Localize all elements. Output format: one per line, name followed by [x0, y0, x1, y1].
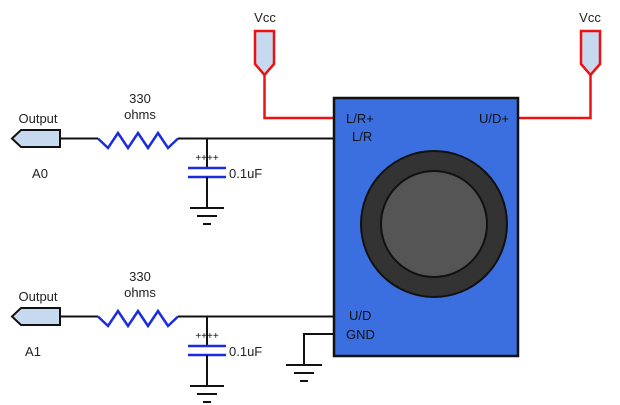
channel-a0: Output A0 330 ohms ++++ 0.1uF [10, 91, 334, 225]
ground-module-icon [286, 364, 322, 382]
channel-a1: Output A1 330 ohms ++++ 0.1uF [10, 269, 334, 403]
vcc-left-port-icon [253, 29, 276, 77]
resistor-a1-unit: ohms [124, 285, 156, 300]
resistor-a0-icon [97, 130, 179, 151]
output-a0-port-icon [10, 129, 61, 148]
pin-gnd-label: GND [346, 327, 375, 342]
vcc-left-label: Vcc [254, 10, 276, 25]
module-gnd-connection [286, 333, 334, 382]
resistor-a1-value: 330 [129, 269, 151, 284]
output-a0-port-label: Output [18, 111, 57, 126]
pin-lr-label: L/R [352, 129, 372, 144]
vcc-left-wire [263, 75, 334, 120]
vcc-right-port-icon [579, 29, 602, 77]
vcc-left: Vcc [253, 10, 334, 120]
pin-lr-plus-label: L/R+ [346, 111, 374, 126]
resistor-a0-value: 330 [129, 91, 151, 106]
capacitor-a1-polarity: ++++ [195, 331, 219, 342]
joystick-knob-inner [380, 170, 488, 278]
pin-ud-label: U/D [349, 308, 371, 323]
vcc-right-wire [518, 75, 592, 120]
capacitor-a0-value: 0.1uF [229, 166, 262, 181]
wire-gnd [303, 333, 334, 365]
capacitor-a0-polarity: ++++ [195, 153, 219, 164]
ground-a0-icon [190, 207, 224, 225]
output-a0-pin-label: A0 [32, 166, 48, 181]
joystick-module: L/R+ L/R U/D+ U/D GND [332, 96, 520, 358]
ground-a1-icon [190, 385, 224, 403]
pin-ud-plus-label: U/D+ [479, 111, 509, 126]
vcc-right-label: Vcc [579, 10, 601, 25]
resistor-a0-unit: ohms [124, 107, 156, 122]
vcc-right: Vcc [518, 10, 602, 120]
output-a1-port-label: Output [18, 289, 57, 304]
output-a1-pin-label: A1 [25, 344, 41, 359]
output-a1-port-icon [10, 307, 61, 326]
resistor-a1-icon [97, 308, 179, 329]
capacitor-a1-value: 0.1uF [229, 344, 262, 359]
